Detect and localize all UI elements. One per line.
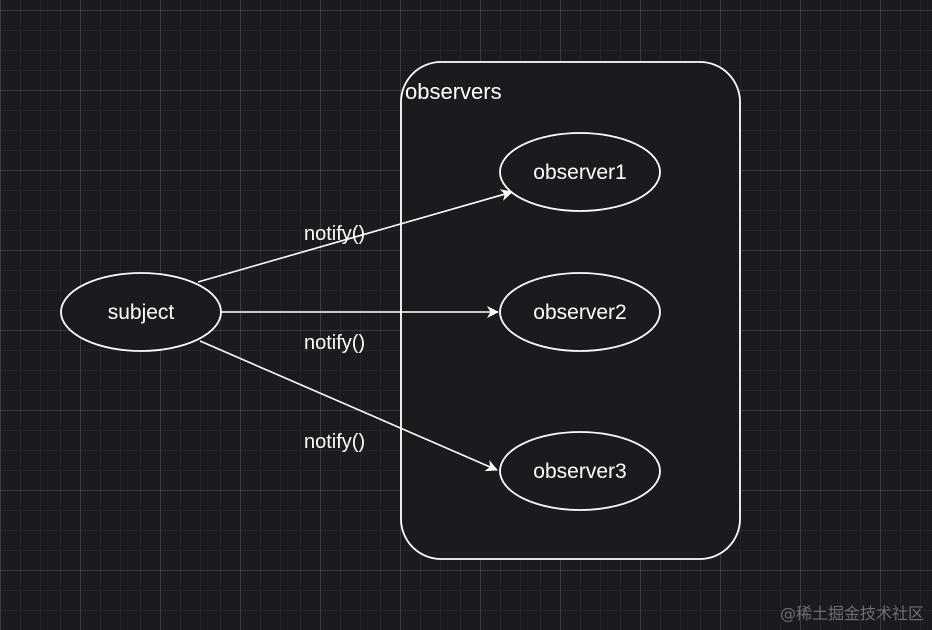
observer2-label: observer2 xyxy=(533,301,626,324)
subject-node[interactable]: subject xyxy=(60,272,222,352)
edge-label-observer3: notify() xyxy=(304,431,365,453)
subject-label: subject xyxy=(108,301,175,324)
edge-subject-observer1[interactable] xyxy=(197,189,513,283)
observer2-node[interactable]: observer2 xyxy=(499,272,661,352)
observers-group-label: observers xyxy=(405,79,502,104)
observer3-label: observer3 xyxy=(533,460,626,483)
edge-label-observer2: notify() xyxy=(304,332,365,354)
watermark: @稀土掘金技术社区 xyxy=(779,604,924,623)
observer1-node[interactable]: observer1 xyxy=(499,132,661,212)
observer1-label: observer1 xyxy=(533,161,626,184)
observer3-node[interactable]: observer3 xyxy=(499,431,661,511)
edge-subject-observer3[interactable] xyxy=(199,340,498,472)
edge-label-observer1: notify() xyxy=(304,223,365,245)
